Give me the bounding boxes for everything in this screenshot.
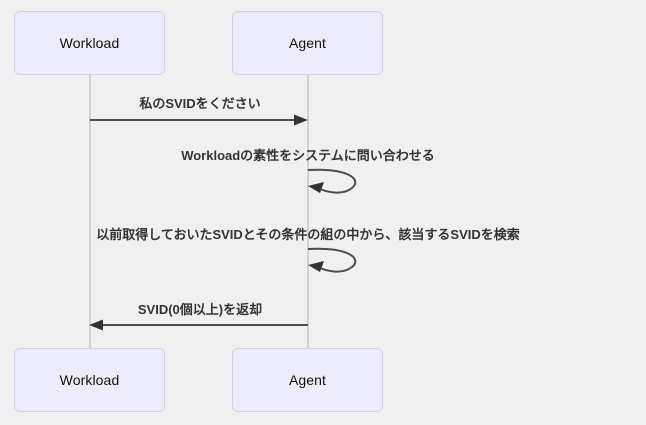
- participant-box-agent-top[interactable]: Agent: [232, 11, 383, 75]
- participant-label-workload-top: Workload: [59, 35, 120, 51]
- message-label-4: SVID(0個以上)を返却: [137, 302, 263, 317]
- participant-box-agent-bottom[interactable]: Agent: [232, 348, 383, 412]
- participant-label-agent-top: Agent: [288, 35, 327, 51]
- message-label-2: Workloadの素性をシステムに問い合わせる: [181, 148, 435, 163]
- lifeline-agent: [307, 75, 309, 348]
- participant-box-workload-bottom[interactable]: Workload: [14, 348, 165, 412]
- message-label-3: 以前取得しておいたSVIDとその条件の組の中から、該当するSVIDを検索: [96, 227, 520, 242]
- message-label-1: 私のSVIDをください: [139, 96, 261, 111]
- lifeline-workload: [89, 75, 91, 348]
- participant-label-agent-bottom: Agent: [288, 372, 327, 388]
- participant-label-workload-bottom: Workload: [59, 372, 120, 388]
- participant-box-workload-top[interactable]: Workload: [14, 11, 165, 75]
